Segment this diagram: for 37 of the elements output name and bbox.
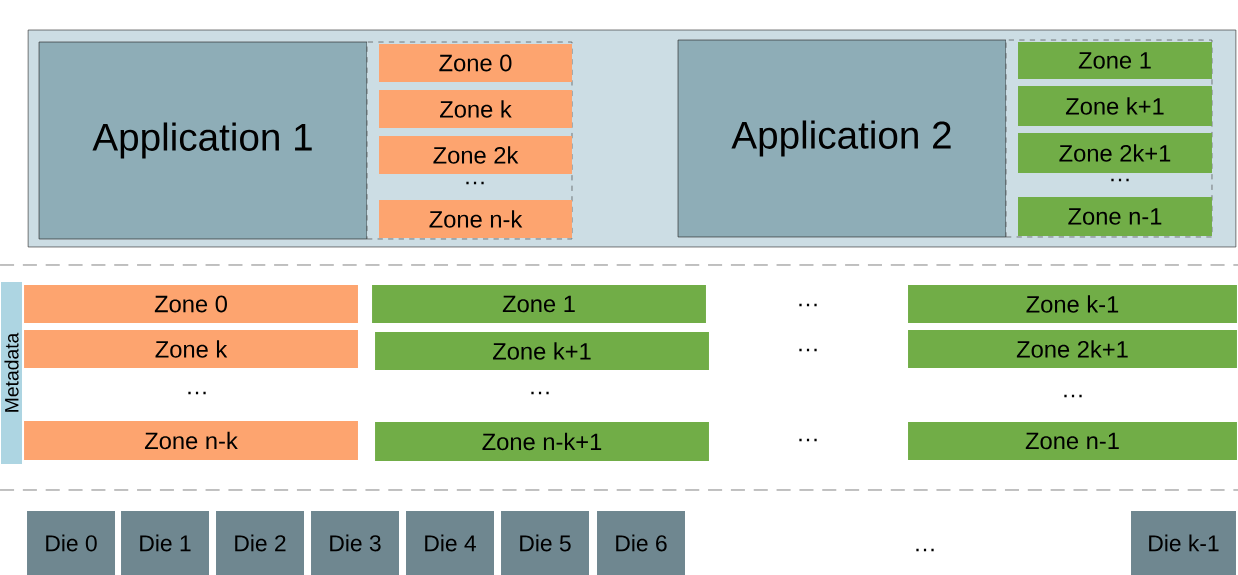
zone-box: Zone n-k <box>24 421 358 460</box>
ellipsis: … <box>1111 178 1129 182</box>
ellipsis: … <box>531 391 549 395</box>
zone-box: Zone n-1 <box>1018 197 1212 236</box>
zone-box: Zone 2k+1 <box>1018 133 1212 173</box>
application-box: Application 1 <box>38 41 368 240</box>
die-box: Die 6 <box>597 511 685 575</box>
die-box: Die k-1 <box>1131 511 1236 575</box>
die-box: Die 1 <box>121 511 209 575</box>
zone-box: Zone k <box>24 330 358 368</box>
die-box: Die 2 <box>216 511 304 575</box>
die-box: Die 3 <box>311 511 399 575</box>
zone-box: Zone k-1 <box>908 285 1237 323</box>
zone-box: Zone n-k+1 <box>375 422 709 461</box>
zone-box: Zone 2k <box>379 136 572 174</box>
zone-box: Zone n-k <box>379 200 572 238</box>
ellipsis: … <box>799 438 817 442</box>
zone-box: Zone 0 <box>24 285 358 323</box>
ellipsis: … <box>1064 394 1082 398</box>
zone-box: Zone k+1 <box>1018 86 1212 126</box>
zone-box: Zone 1 <box>1018 42 1212 79</box>
ellipsis: … <box>466 181 484 185</box>
die-box: Die 0 <box>27 511 115 575</box>
die-box: Die 5 <box>501 511 589 575</box>
ellipsis: … <box>188 391 206 395</box>
zone-box: Zone k+1 <box>375 332 709 370</box>
zone-box: Zone 1 <box>372 285 706 323</box>
ellipsis: … <box>799 303 817 307</box>
zone-box: Zone 0 <box>379 44 572 82</box>
zone-box: Zone k <box>379 90 572 128</box>
ellipsis: … <box>799 348 817 352</box>
ellipsis: … <box>916 548 934 552</box>
zone-box: Zone 2k+1 <box>908 330 1237 368</box>
metadata-bar: Metadata <box>1 282 22 464</box>
zone-box: Zone n-1 <box>908 422 1237 460</box>
die-box: Die 4 <box>406 511 494 575</box>
application-box: Application 2 <box>677 39 1007 238</box>
